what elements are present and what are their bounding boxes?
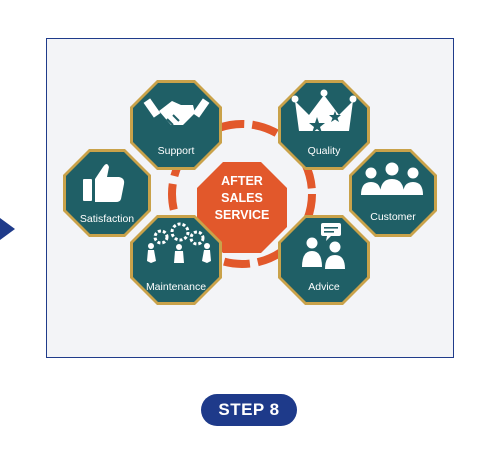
node-support: Support [130,80,222,170]
center-hub: AFTER SALES SERVICE [197,162,287,253]
node-label-quality: Quality [308,145,341,157]
connector-ring [168,120,316,268]
node-label-maintenance: Maintenance [146,281,206,293]
thumbs-up-icon [83,164,125,202]
diagram-frame: AFTER SALES SERVICE Support [46,38,454,358]
consultation-icon [302,223,345,269]
people-group-icon [361,162,423,195]
crown-stars-icon [291,89,357,133]
gears-workers-icon [147,222,211,263]
diagram-canvas: AFTER SALES SERVICE Support [63,80,437,305]
center-line-1: AFTER [221,174,263,188]
node-label-customer: Customer [370,211,416,223]
node-advice: Advice [278,215,370,305]
left-arrow-icon [0,218,15,240]
center-line-2: SALES [221,191,263,205]
step-badge: STEP 8 [201,394,297,426]
node-label-advice: Advice [308,281,340,293]
node-label-satisfaction: Satisfaction [80,213,134,225]
center-line-3: SERVICE [215,208,270,222]
node-satisfaction: Satisfaction [63,149,151,237]
handshake-icon [143,98,210,126]
node-maintenance: Maintenance [130,215,222,305]
node-quality: Quality [278,80,370,170]
node-customer: Customer [349,149,437,237]
node-label-support: Support [158,145,195,157]
